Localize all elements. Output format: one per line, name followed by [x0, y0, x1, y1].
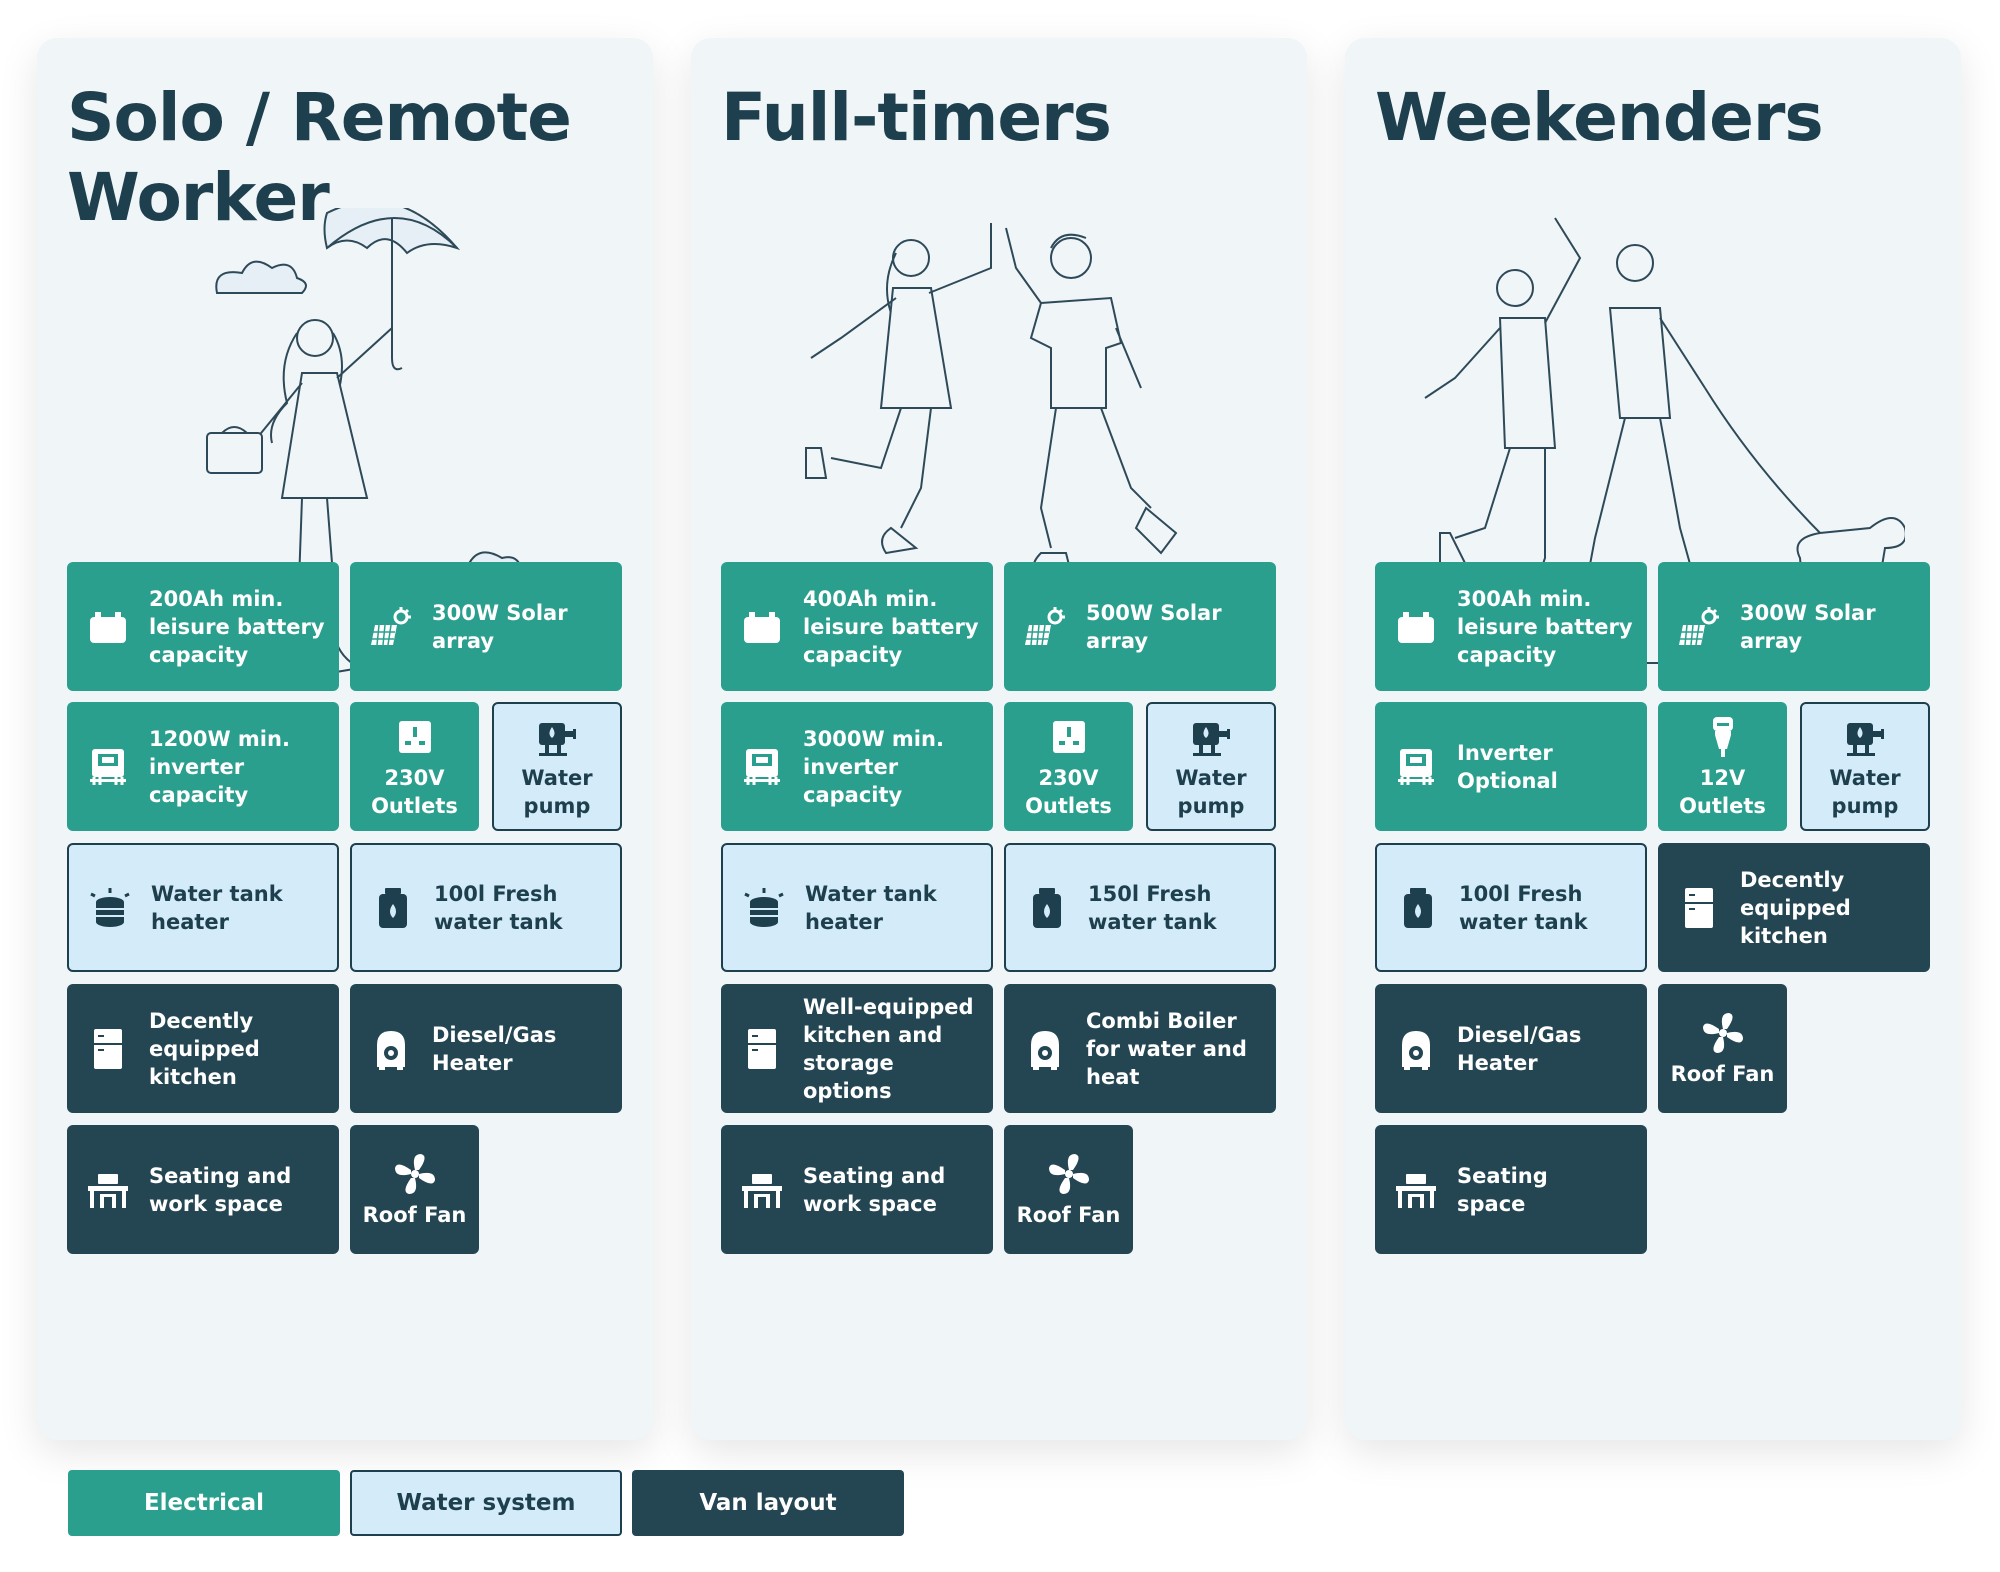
- fan-icon: [392, 1151, 438, 1197]
- fridge-icon: [1676, 885, 1722, 931]
- heater-icon: [1393, 1026, 1439, 1072]
- tile-outlets: 230V Outlets: [350, 702, 479, 831]
- persona-card-solo: Solo / Remote Worker 200Ah min. leisure …: [37, 38, 653, 1440]
- inverter-icon: [739, 744, 785, 790]
- card-title: Solo / Remote Worker: [67, 79, 572, 236]
- water-pump-icon: [1842, 714, 1888, 760]
- solar-panel-icon: [1022, 604, 1068, 650]
- heater-icon: [368, 1026, 414, 1072]
- persona-card-weekenders: Weekenders 300Ah min. leisure battery ca…: [1345, 38, 1961, 1440]
- tile-kitchen: Well-equipped kitchen and storage option…: [721, 984, 993, 1113]
- heater-icon: [1022, 1026, 1068, 1072]
- tile-heater: Combi Boiler for water and heat: [1004, 984, 1276, 1113]
- couple-high-five-illustration: [805, 223, 1178, 580]
- water-tank-icon: [370, 885, 416, 931]
- desk-icon: [739, 1167, 785, 1213]
- tile-fresh-tank: 150l Fresh water tank: [1004, 843, 1276, 972]
- battery-icon: [1393, 604, 1439, 650]
- tile-inverter: 3000W min. inverter capacity: [721, 702, 993, 831]
- water-tank-icon: [1395, 885, 1441, 931]
- card-title: Weekenders: [1375, 79, 1824, 156]
- tile-water-pump: Water pump: [492, 702, 622, 831]
- water-tank-icon: [1024, 885, 1070, 931]
- battery-icon: [85, 604, 131, 650]
- tank-heater-icon: [741, 885, 787, 931]
- tile-seating: Seating space: [1375, 1125, 1647, 1254]
- legend-van-layout: Van layout: [632, 1470, 904, 1536]
- battery-icon: [739, 604, 785, 650]
- outlet-icon: [1046, 714, 1092, 760]
- tile-battery: 300Ah min. leisure battery capacity: [1375, 562, 1647, 691]
- fan-icon: [1046, 1151, 1092, 1197]
- tile-battery: 400Ah min. leisure battery capacity: [721, 562, 993, 691]
- tile-tank-heater: Water tank heater: [721, 843, 993, 972]
- desk-icon: [1393, 1167, 1439, 1213]
- fridge-icon: [85, 1026, 131, 1072]
- tile-heater: Diesel/Gas Heater: [350, 984, 622, 1113]
- tile-inverter: Inverter Optional: [1375, 702, 1647, 831]
- fan-icon: [1700, 1010, 1746, 1056]
- persona-card-full-timers: Full-timers 400Ah min. leisure battery c…: [691, 38, 1307, 1440]
- tile-solar: 300W Solar array: [350, 562, 622, 691]
- tile-fresh-tank: 100l Fresh water tank: [350, 843, 622, 972]
- tile-outlets: 230V Outlets: [1004, 702, 1133, 831]
- tank-heater-icon: [87, 885, 133, 931]
- tile-battery: 200Ah min. leisure battery capacity: [67, 562, 339, 691]
- tile-seating: Seating and work space: [67, 1125, 339, 1254]
- tile-tank-heater: Water tank heater: [67, 843, 339, 972]
- water-pump-icon: [1188, 714, 1234, 760]
- fridge-icon: [739, 1026, 785, 1072]
- tile-roof-fan: Roof Fan: [1004, 1125, 1133, 1254]
- desk-icon: [85, 1167, 131, 1213]
- tile-water-pump: Water pump: [1146, 702, 1276, 831]
- solar-panel-icon: [1676, 604, 1722, 650]
- tile-kitchen: Decently equipped kitchen: [1658, 843, 1930, 972]
- inverter-icon: [85, 744, 131, 790]
- tile-kitchen: Decently equipped kitchen: [67, 984, 339, 1113]
- outlet-icon: [392, 714, 438, 760]
- tile-heater: Diesel/Gas Heater: [1375, 984, 1647, 1113]
- inverter-icon: [1393, 744, 1439, 790]
- tile-seating: Seating and work space: [721, 1125, 993, 1254]
- tile-solar: 300W Solar array: [1658, 562, 1930, 691]
- tile-12v-outlets: 12V Outlets: [1658, 702, 1787, 831]
- car-outlet-icon: [1700, 714, 1746, 760]
- card-title: Full-timers: [721, 79, 1112, 156]
- tile-inverter: 1200W min. inverter capacity: [67, 702, 339, 831]
- tile-roof-fan: Roof Fan: [350, 1125, 479, 1254]
- tile-fresh-tank: 100l Fresh water tank: [1375, 843, 1647, 972]
- tile-water-pump: Water pump: [1800, 702, 1930, 831]
- tile-solar: 500W Solar array: [1004, 562, 1276, 691]
- tile-roof-fan: Roof Fan: [1658, 984, 1787, 1113]
- legend-water-system: Water system: [350, 1470, 622, 1536]
- legend-electrical: Electrical: [68, 1470, 340, 1536]
- solar-panel-icon: [368, 604, 414, 650]
- water-pump-icon: [534, 714, 580, 760]
